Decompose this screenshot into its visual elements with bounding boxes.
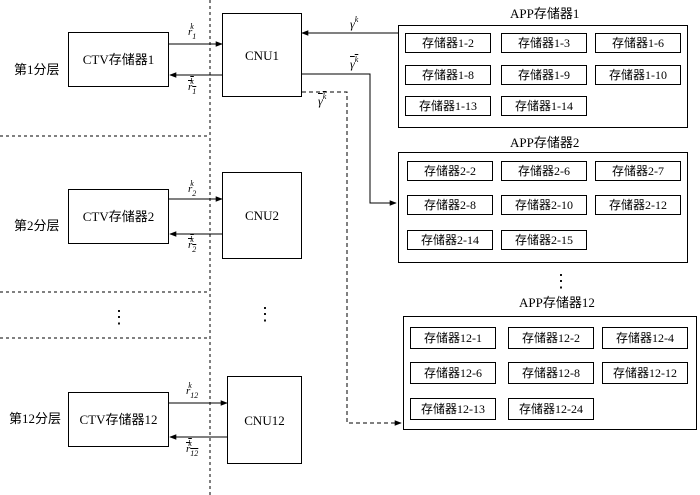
layer-ellipsis: ⋮ xyxy=(110,307,128,327)
app-group-12: 存储器12-1 存储器12-2 存储器12-4 存储器12-6 存储器12-8 … xyxy=(403,316,697,430)
memory-cell: 存储器2-2 xyxy=(407,161,493,181)
memory-cell: 存储器2-14 xyxy=(407,230,493,250)
layer-label-1: 第1分层 xyxy=(14,62,60,77)
memory-cell: 存储器12-2 xyxy=(508,327,594,349)
label-r2-bar: r2k xyxy=(188,235,197,254)
memory-cell: 存储器12-13 xyxy=(410,398,496,420)
label-r2: r2k xyxy=(188,179,197,198)
memory-cell: 存储器2-8 xyxy=(407,195,493,215)
app-group-title-12: APP存储器12 xyxy=(519,295,595,310)
cnu-2: CNU2 xyxy=(222,172,302,259)
ctv-memory-2: CTV存储器2 xyxy=(68,189,169,244)
memory-cell: 存储器12-12 xyxy=(602,362,688,384)
memory-cell: 存储器1-10 xyxy=(595,65,681,85)
memory-cell: 存储器12-8 xyxy=(508,362,594,384)
app-group-title-2: APP存储器2 xyxy=(510,135,580,150)
memory-cell: 存储器2-12 xyxy=(595,195,681,215)
memory-cell: 存储器1-2 xyxy=(405,33,491,53)
memory-cell: 存储器1-13 xyxy=(405,96,491,116)
cnu-12: CNU12 xyxy=(227,376,302,464)
memory-cell: 存储器2-7 xyxy=(595,161,681,181)
memory-cell: 存储器2-10 xyxy=(501,195,587,215)
memory-cell: 存储器1-3 xyxy=(501,33,587,53)
memory-cell: 存储器12-6 xyxy=(410,362,496,384)
memory-cell: 存储器1-6 xyxy=(595,33,681,53)
label-gamma: γk xyxy=(350,15,359,31)
memory-cell: 存储器2-15 xyxy=(501,230,587,250)
label-r1-bar: r1k xyxy=(188,77,197,96)
ctv-memory-12: CTV存储器12 xyxy=(68,392,169,447)
memory-cell: 存储器1-14 xyxy=(501,96,587,116)
app-group-1: 存储器1-2 存储器1-3 存储器1-6 存储器1-8 存储器1-9 存储器1-… xyxy=(398,25,688,128)
memory-cell: 存储器12-4 xyxy=(602,327,688,349)
app-group-title-1: APP存储器1 xyxy=(510,6,580,21)
memory-cell: 存储器12-24 xyxy=(508,398,594,420)
layer-label-12: 第12分层 xyxy=(9,411,62,426)
label-r1: r1k xyxy=(188,22,197,41)
app-ellipsis: ⋮ xyxy=(552,271,570,291)
memory-cell: 存储器1-8 xyxy=(405,65,491,85)
ctv-memory-1: CTV存储器1 xyxy=(68,32,169,87)
label-r12: r12k xyxy=(186,381,199,400)
arrow-gamma-bar-dashed xyxy=(302,91,402,426)
cnu-1: CNU1 xyxy=(222,13,302,97)
label-gamma-bar-dashed: γk xyxy=(318,92,327,108)
cnu-ellipsis: ⋮ xyxy=(256,304,274,324)
memory-cell: 存储器2-6 xyxy=(501,161,587,181)
arrow-gamma-bar xyxy=(302,73,397,206)
label-r12-bar: r12k xyxy=(186,439,199,458)
layer-label-2: 第2分层 xyxy=(14,218,60,233)
memory-cell: 存储器1-9 xyxy=(501,65,587,85)
memory-cell: 存储器12-1 xyxy=(410,327,496,349)
app-group-2: 存储器2-2 存储器2-6 存储器2-7 存储器2-8 存储器2-10 存储器2… xyxy=(398,152,688,263)
label-gamma-bar: γk xyxy=(350,55,359,71)
